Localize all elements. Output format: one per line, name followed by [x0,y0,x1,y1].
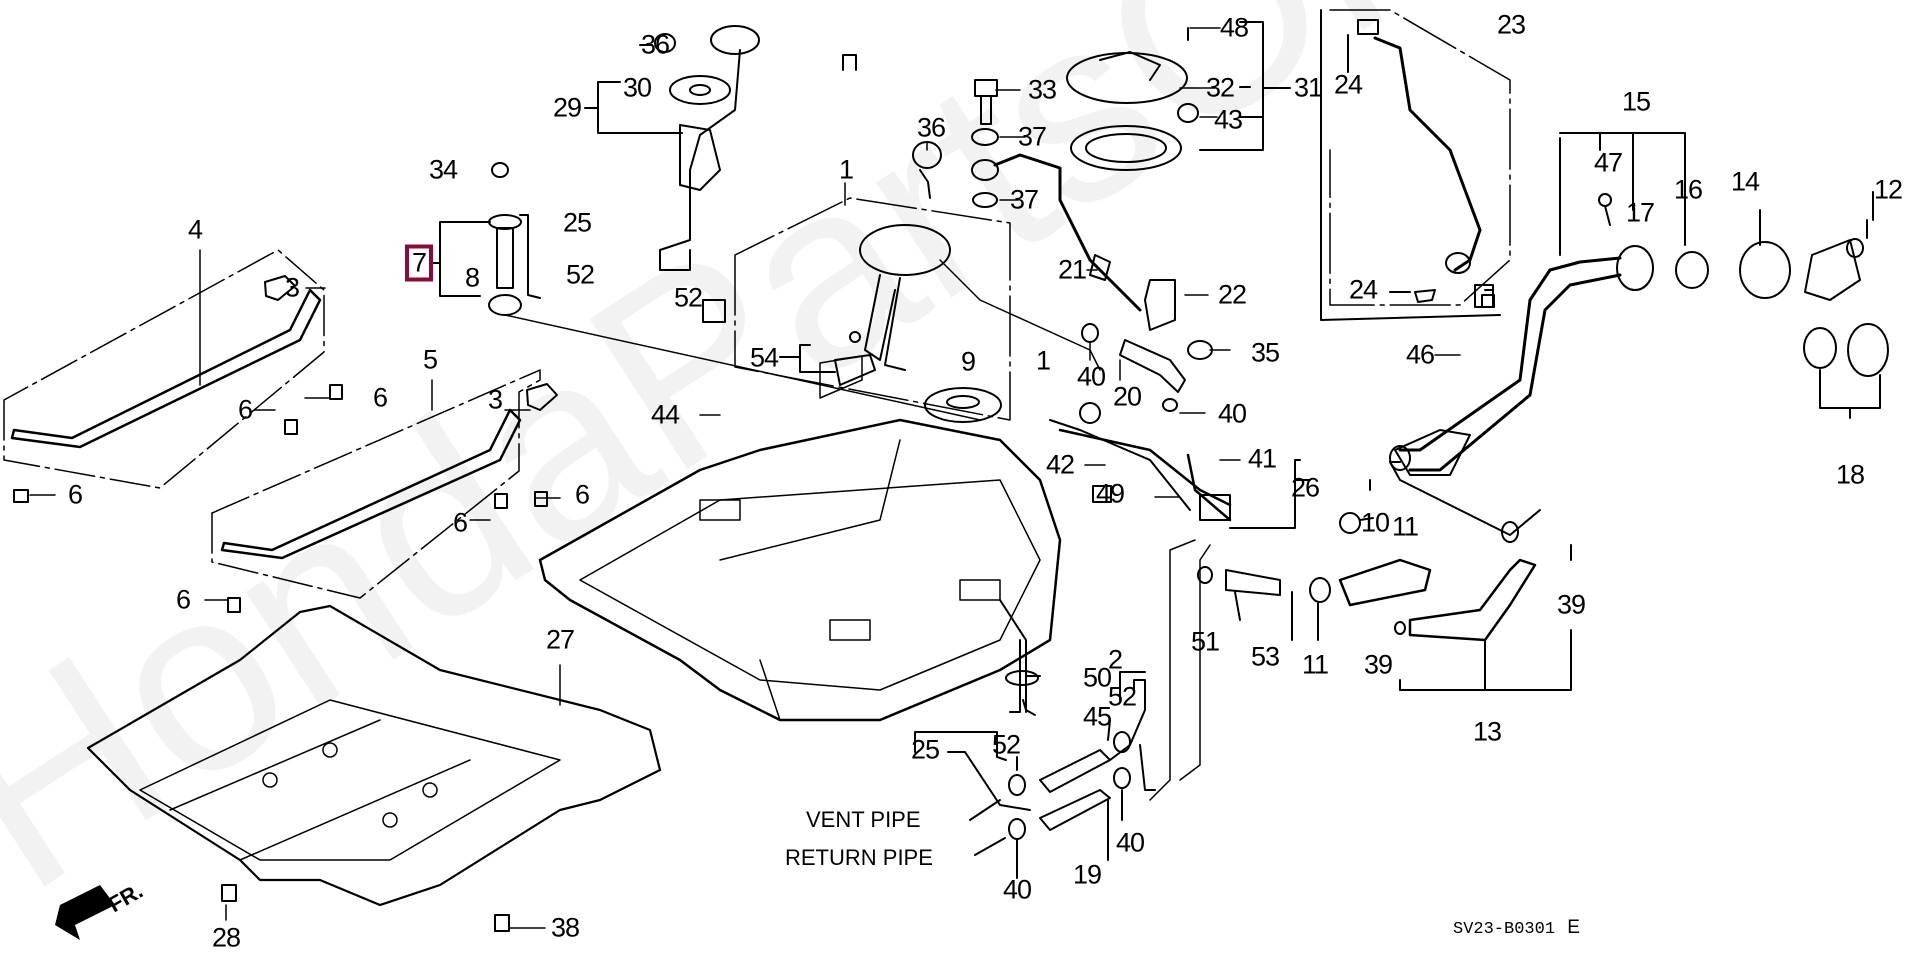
callout-39[interactable]: 39 [1556,589,1586,620]
diagram-code-main: SV23-B0301 [1453,920,1556,939]
callout-40[interactable]: 40 [1002,874,1032,905]
callout-43[interactable]: 43 [1213,104,1243,135]
diagram-code-suffix: E [1567,917,1580,938]
callout-26[interactable]: 26 [1290,472,1320,503]
callout-40[interactable]: 40 [1076,361,1106,392]
callout-17[interactable]: 17 [1625,197,1655,228]
callout-11[interactable]: 11 [1391,511,1419,542]
fuel-sender-7 [431,162,981,421]
vent-pipe-label: VENT PIPE [806,807,921,832]
callout-32[interactable]: 32 [1205,72,1235,103]
leader-lines [29,27,1461,929]
callout-23[interactable]: 23 [1496,9,1526,40]
return-pipe-label: RETURN PIPE [785,845,933,870]
callout-41[interactable]: 41 [1247,443,1277,474]
callout-29[interactable]: 29 [552,92,582,123]
callout-39[interactable]: 39 [1363,649,1393,680]
callout-42[interactable]: 42 [1045,449,1075,480]
callout-8[interactable]: 8 [464,262,480,293]
callout-4[interactable]: 4 [187,214,203,245]
sender-29-group [584,25,760,271]
callout-1[interactable]: 1 [1035,345,1051,376]
callout-6[interactable]: 6 [452,507,468,538]
fuel-tank [538,418,1062,722]
callout-28[interactable]: 28 [211,922,241,953]
pipe-26-group [1058,428,1572,801]
callout-46[interactable]: 46 [1405,339,1435,370]
callout-40[interactable]: 40 [1115,827,1145,858]
callout-35[interactable]: 35 [1250,337,1280,368]
bolts-6 [13,294,1495,932]
callout-14[interactable]: 14 [1730,166,1760,197]
callout-1[interactable]: 1 [838,154,854,185]
fuel-pump-1 [734,54,1101,423]
strap-4-group [3,249,325,489]
callout-18[interactable]: 18 [1835,459,1865,490]
callout-52[interactable]: 52 [673,282,703,313]
callout-11[interactable]: 11 [1301,649,1329,680]
callout-10[interactable]: 10 [1360,507,1390,538]
callout-9[interactable]: 9 [960,346,976,377]
callout-48[interactable]: 48 [1219,12,1249,43]
callout-2[interactable]: 2 [1107,644,1123,675]
callout-33[interactable]: 33 [1027,74,1057,105]
diagram-code: SV23-B0301 E [1453,917,1580,939]
callout-44[interactable]: 44 [650,399,680,430]
callout-3[interactable]: 3 [284,272,300,303]
callout-6[interactable]: 6 [237,394,253,425]
callout-6[interactable]: 6 [67,479,83,510]
under-cover-27 [86,604,662,907]
callout-22[interactable]: 22 [1217,279,1247,310]
callout-34[interactable]: 34 [428,154,458,185]
callout-30[interactable]: 30 [622,72,652,103]
callout-52[interactable]: 52 [1107,681,1137,712]
callout-6[interactable]: 6 [372,382,388,413]
callout-37[interactable]: 37 [1017,121,1047,152]
callout-38[interactable]: 38 [550,912,580,943]
hose-19-group [914,599,1156,879]
callout-36[interactable]: 36 [640,29,670,60]
filler-neck-group [1389,132,1889,536]
bracket-22-group [1049,254,1213,511]
callout-25[interactable]: 25 [562,207,592,238]
callout-27[interactable]: 27 [545,624,575,655]
callout-47[interactable]: 47 [1593,147,1623,178]
callout-51[interactable]: 51 [1190,626,1220,657]
callout-13[interactable]: 13 [1472,716,1502,747]
callout-5[interactable]: 5 [422,344,438,375]
callout-24[interactable]: 24 [1348,274,1378,305]
callout-37[interactable]: 37 [1009,184,1039,215]
callout-53[interactable]: 53 [1250,641,1280,672]
callout-45[interactable]: 45 [1082,701,1112,732]
callout-49[interactable]: 49 [1095,478,1125,509]
callout-3[interactable]: 3 [487,384,503,415]
front-arrow [55,885,115,940]
callout-24[interactable]: 24 [1333,69,1363,100]
callout-52[interactable]: 52 [565,259,595,290]
cover-31-group [1066,21,1291,171]
pipe-23-box [1320,9,1511,321]
callout-19[interactable]: 19 [1072,859,1102,890]
callout-25[interactable]: 25 [910,734,940,765]
callout-21[interactable]: 21 [1057,254,1087,285]
callout-54[interactable]: 54 [749,342,779,373]
callout-36[interactable]: 36 [916,112,946,143]
callout-40[interactable]: 40 [1217,398,1247,429]
callout-52[interactable]: 52 [991,729,1021,760]
callout-12[interactable]: 12 [1873,174,1903,205]
callout-15[interactable]: 15 [1621,86,1651,117]
callout-20[interactable]: 20 [1112,381,1142,412]
callout-31[interactable]: 31 [1293,72,1323,103]
callout-16[interactable]: 16 [1673,174,1703,205]
bolt-33-group [912,79,1142,312]
callout-50[interactable]: 50 [1082,662,1112,693]
callout-6[interactable]: 6 [175,584,191,615]
callout-7[interactable]: 7 [404,244,434,282]
callout-6[interactable]: 6 [574,479,590,510]
